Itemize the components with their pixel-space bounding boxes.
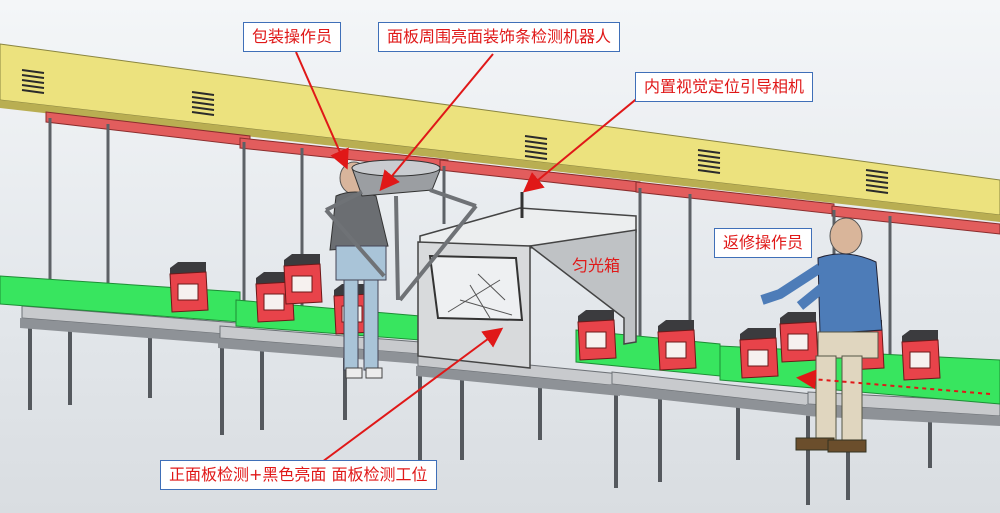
robot-label: 面板周围亮面装饰条检测机器人: [378, 22, 621, 52]
table-legs: [28, 325, 932, 505]
product-box: [283, 254, 323, 305]
camera-label: 内置视觉定位引导相机: [635, 72, 814, 102]
packing-operator-label: 包装操作员: [243, 22, 342, 52]
product-box: [255, 272, 295, 323]
rework-operator-label: 返修操作员: [714, 228, 813, 258]
packing-operator-figure: [329, 161, 389, 379]
light-box-label: 匀光箱: [572, 256, 621, 275]
vent-grille: [865, 169, 889, 194]
vent-grille: [697, 149, 721, 174]
vent-grille: [21, 69, 45, 94]
rework-operator-figure: [760, 217, 883, 453]
vent-grille: [191, 91, 215, 116]
overhead-beam: [0, 43, 1000, 222]
inspection-station-label: 正面板检测+黑色亮面 面板检测工位: [160, 460, 437, 490]
product-box: [577, 310, 617, 361]
product-box: [779, 312, 819, 363]
vent-grille: [524, 135, 548, 160]
product-box: [901, 330, 941, 381]
product-box: [739, 328, 779, 379]
callout-arrows: [295, 51, 641, 463]
product-box: [657, 320, 697, 371]
light-box: [417, 192, 637, 369]
product-box: [169, 262, 209, 313]
